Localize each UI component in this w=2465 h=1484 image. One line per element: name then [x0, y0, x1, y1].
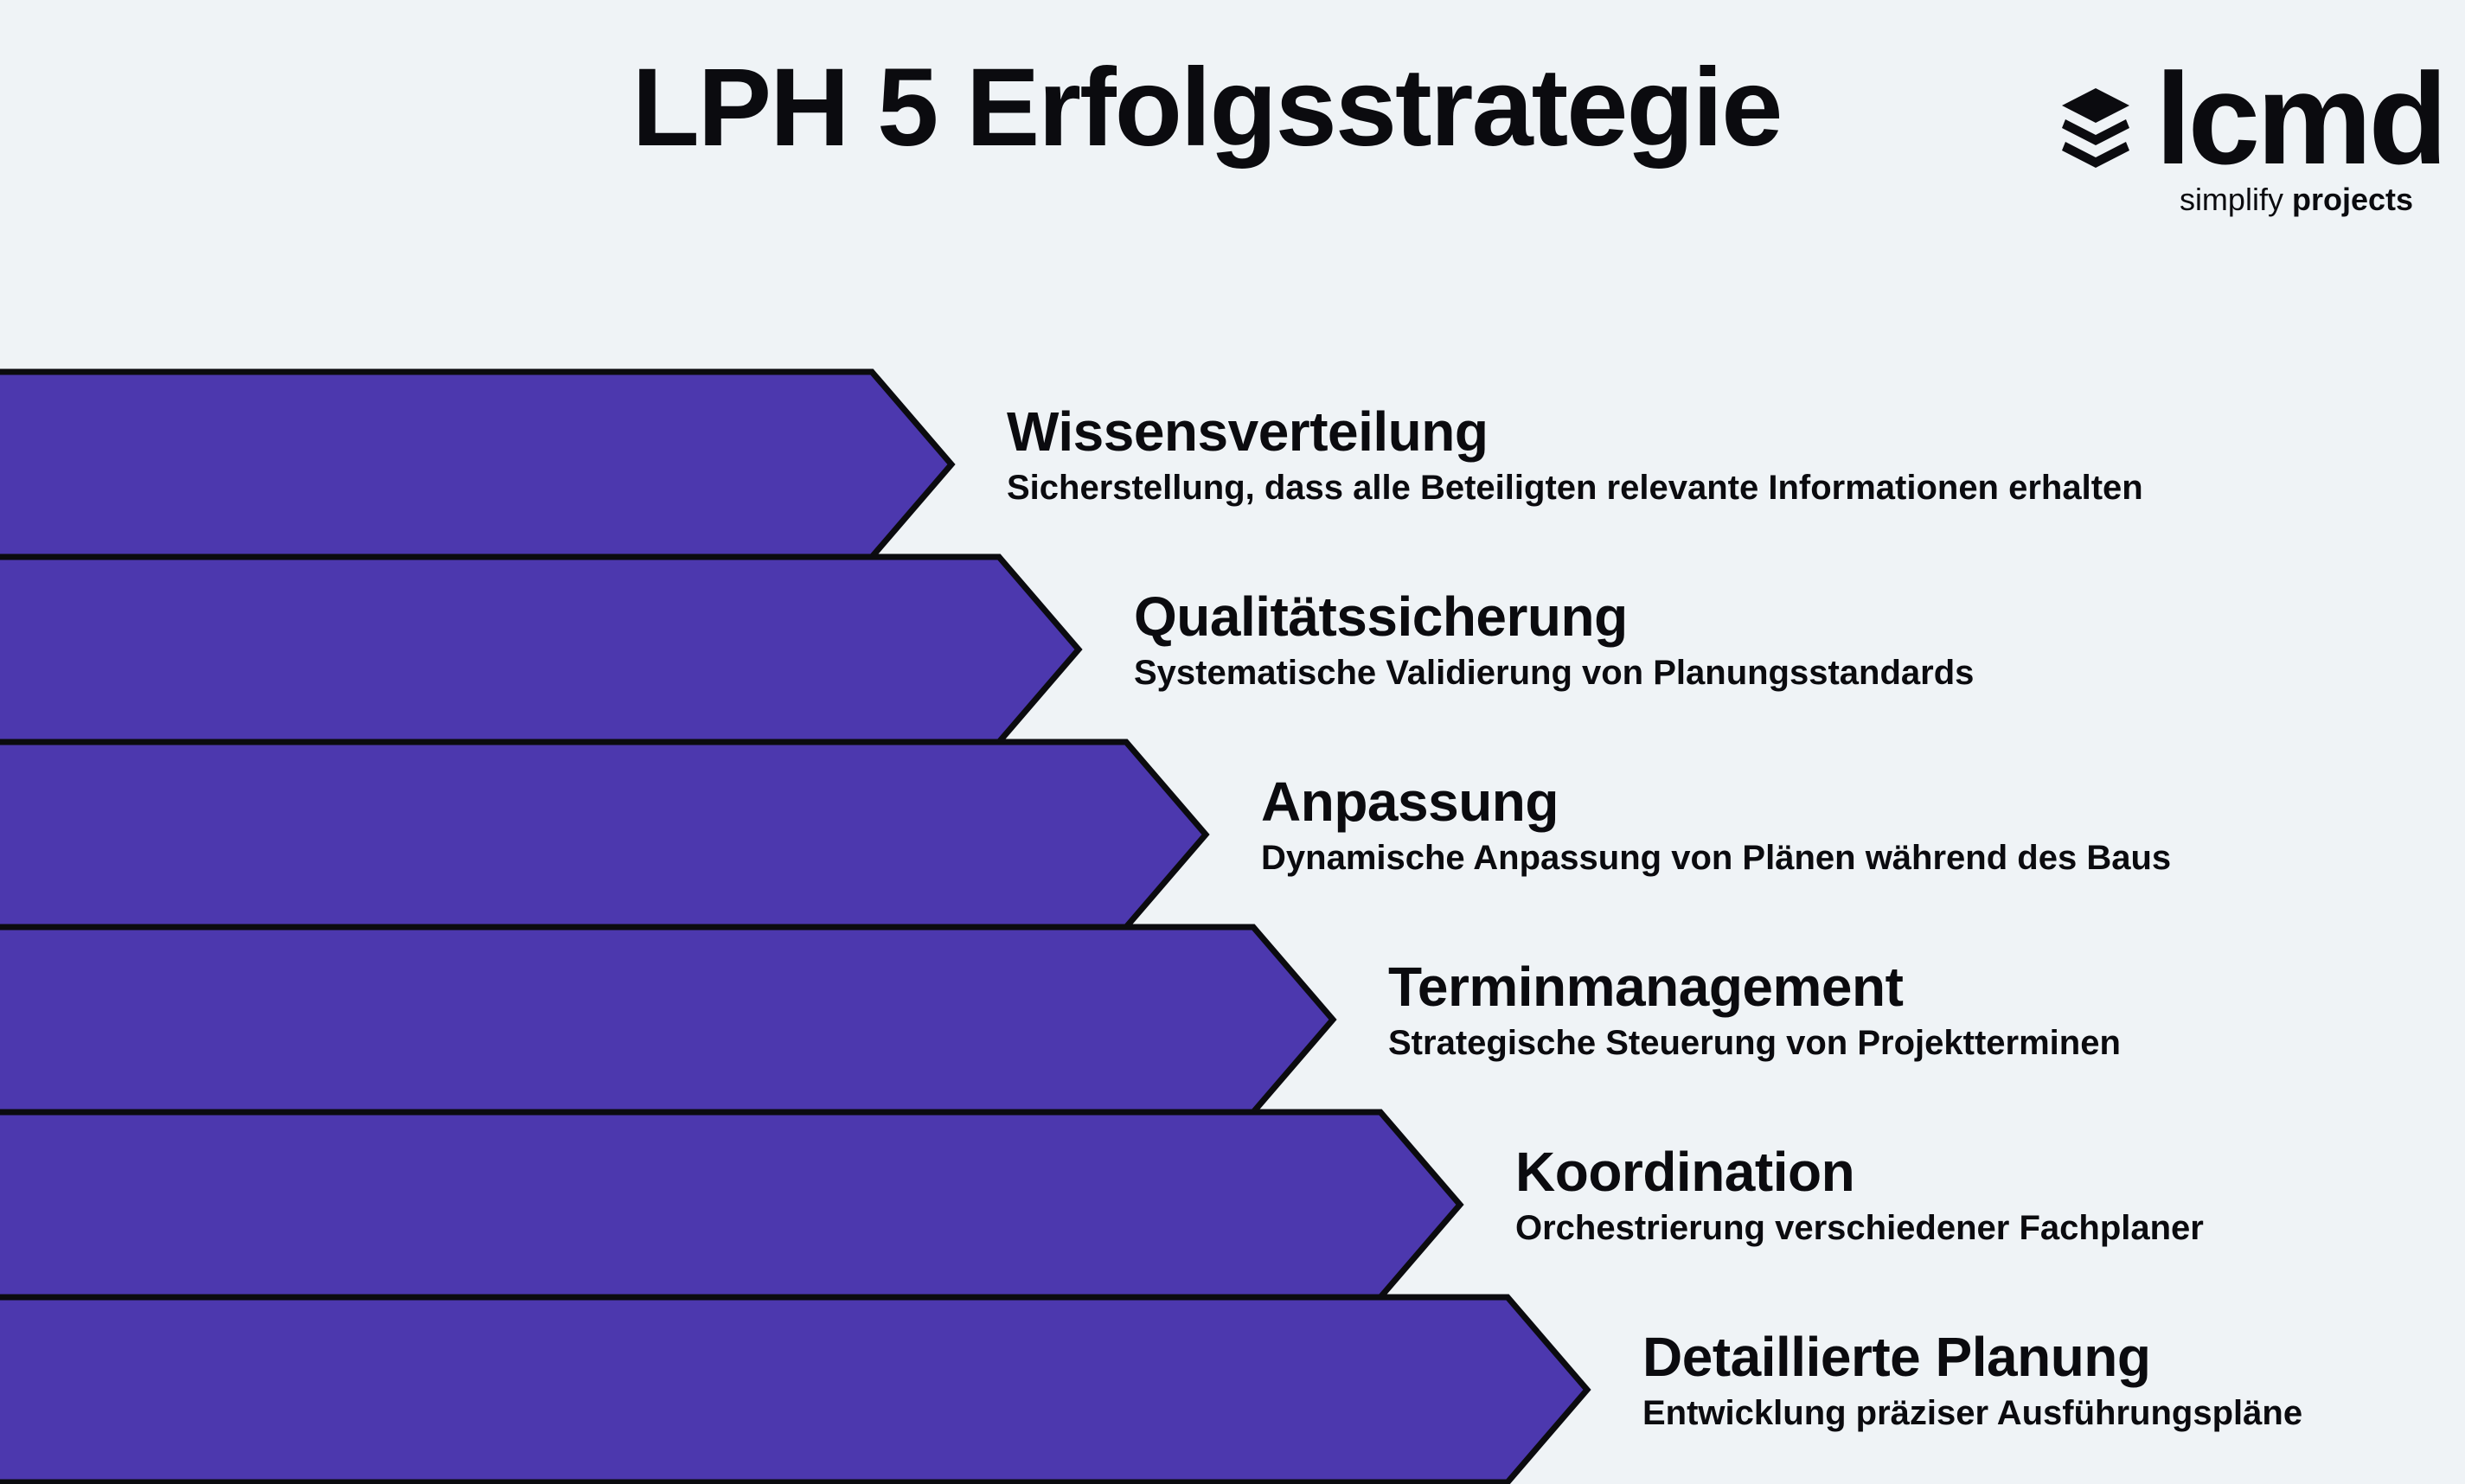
- brand-logo: lcmd simplify projects: [2058, 54, 2448, 223]
- step-title: Qualitätssicherung: [1134, 585, 1628, 648]
- step-arrow: [0, 1294, 1591, 1484]
- step-description: Entwicklung präziser Ausführungspläne: [1642, 1394, 2303, 1433]
- step-arrow: [0, 739, 1210, 931]
- logo-tagline-bold: projects: [2291, 182, 2413, 217]
- step-arrow-group: [0, 368, 1591, 1484]
- step-title: Detaillierte Planung: [1642, 1326, 2151, 1388]
- step-arrow: [0, 553, 1083, 745]
- logo-tagline-prefix: simplify: [2179, 182, 2292, 217]
- logo-wordmark: lcmd: [2155, 46, 2448, 191]
- step-title: Terminmanagement: [1388, 956, 1904, 1018]
- step-title: Wissensverteilung: [1007, 400, 1489, 463]
- step-arrow: [0, 368, 956, 560]
- step-description: Sicherstellung, dass alle Beteiligten re…: [1007, 469, 2143, 508]
- step-arrow: [0, 1109, 1464, 1301]
- step-arrow: [0, 924, 1337, 1116]
- step-description: Dynamische Anpassung von Plänen während …: [1261, 839, 2172, 878]
- logo-tagline: simplify projects: [2180, 182, 2413, 218]
- step-title: Koordination: [1515, 1141, 1855, 1203]
- page-title: LPH 5 Erfolgsstrategie: [631, 46, 1783, 170]
- stacked-layers-icon: [2062, 88, 2129, 168]
- step-description: Systematische Validierung von Planungsst…: [1134, 654, 1975, 693]
- step-description: Strategische Steuerung von Projekttermin…: [1388, 1024, 2121, 1063]
- step-title: Anpassung: [1261, 771, 1559, 833]
- step-description: Orchestrierung verschiedener Fachplaner: [1515, 1209, 2204, 1248]
